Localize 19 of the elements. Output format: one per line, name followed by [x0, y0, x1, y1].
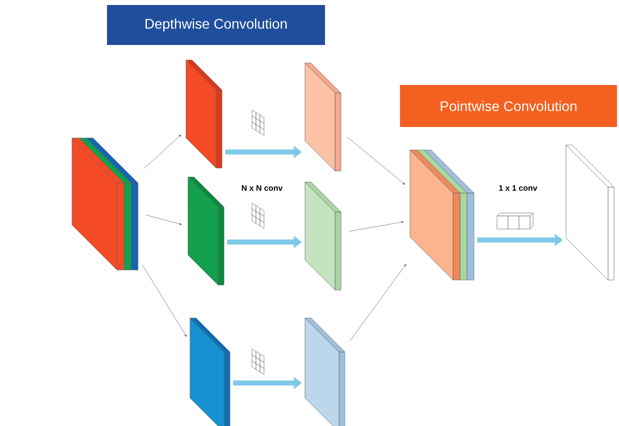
- feature-map-slab: [566, 144, 614, 280]
- feature-map-slab: [304, 62, 342, 172]
- title-box: Depthwise Convolution: [107, 5, 325, 45]
- layer-stack: [410, 150, 474, 280]
- feature-map-slab: [188, 176, 224, 286]
- arrow: [347, 136, 406, 185]
- feature-map-slab: [304, 318, 346, 426]
- conv-label: N x N conv: [242, 185, 283, 191]
- arrow: [350, 264, 406, 342]
- title-box: Pointwise Convolution: [400, 85, 617, 127]
- conv-label: 1 x 1 conv: [499, 185, 538, 191]
- arrow: [144, 134, 182, 169]
- feature-map-slab: [186, 60, 222, 168]
- arrow: [348, 220, 404, 232]
- arrow: [146, 214, 182, 226]
- layer-stack: [72, 138, 138, 270]
- arrow: [142, 264, 187, 337]
- feature-map-slab: [190, 318, 230, 426]
- feature-map-slab: [304, 182, 342, 290]
